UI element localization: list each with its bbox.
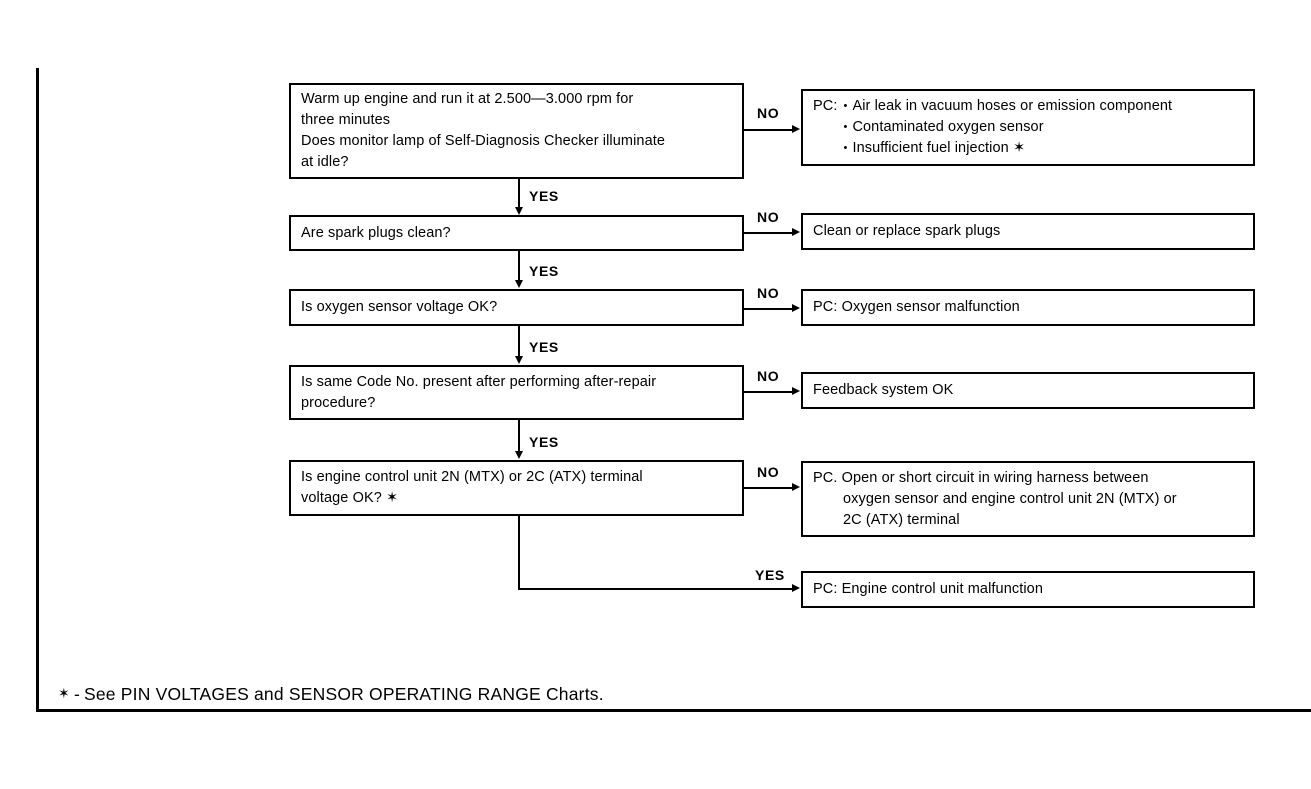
decision-line: Is same Code No. present after performin… bbox=[301, 373, 657, 390]
outcome-text-pc-air-leak: PC: • Air leak in vacuum hoses or emissio… bbox=[803, 96, 1253, 159]
pc-bullet-list: • Air leak in vacuum hoses or emission co… bbox=[843, 96, 1172, 159]
connector-yes-4 bbox=[518, 420, 520, 453]
outcome-box-clean-replace-spark-plugs[interactable]: Clean or replace spark plugs bbox=[801, 213, 1255, 250]
pc-bullet-text: Air leak in vacuum hoses or emission com… bbox=[852, 98, 1173, 114]
outcome-text-pc-engine-control-unit-malfunction: PC: Engine control unit malfunction bbox=[803, 579, 1253, 600]
arrow-yes-4 bbox=[514, 451, 523, 459]
outcome-box-pc-air-leak[interactable]: PC: • Air leak in vacuum hoses or emissio… bbox=[801, 89, 1255, 166]
decision-line: at idle? bbox=[301, 154, 349, 170]
decision-text-same-code-present: Is same Code No. present after performin… bbox=[291, 372, 742, 414]
arrow-yes-5 bbox=[792, 584, 800, 592]
connector-yes-5-horizontal bbox=[518, 588, 793, 590]
decision-box-warm-up-engine[interactable]: Warm up engine and run it at 2.500—3.000… bbox=[289, 83, 744, 179]
outcome-text-clean-replace-spark-plugs: Clean or replace spark plugs bbox=[803, 221, 1253, 242]
branch-label-yes-1: YES bbox=[529, 188, 559, 204]
pc-bullet-item: • Insufficient fuel injection ✶ bbox=[843, 138, 1172, 159]
decision-text-warm-up-engine: Warm up engine and run it at 2.500—3.000… bbox=[291, 89, 742, 173]
arrow-no-1 bbox=[792, 125, 800, 133]
outcome-line: PC. Open or short circuit in wiring harn… bbox=[813, 469, 1149, 486]
footnote-dash: - bbox=[73, 684, 80, 704]
connector-yes-2 bbox=[518, 251, 520, 282]
branch-label-yes-4: YES bbox=[529, 434, 559, 450]
pc-bullet-item: • Air leak in vacuum hoses or emission co… bbox=[843, 96, 1172, 117]
outcome-box-pc-oxygen-sensor-malfunction[interactable]: PC: Oxygen sensor malfunction bbox=[801, 289, 1255, 326]
decision-box-ecu-terminal-voltage[interactable]: Is engine control unit 2N (MTX) or 2C (A… bbox=[289, 460, 744, 516]
star-icon: ✶ bbox=[58, 685, 70, 701]
arrow-no-5 bbox=[792, 483, 800, 491]
branch-label-yes-3: YES bbox=[529, 339, 559, 355]
branch-label-no-3: NO bbox=[757, 285, 780, 301]
outcome-line: 2C (ATX) terminal bbox=[843, 511, 960, 528]
outcome-box-feedback-system-ok[interactable]: Feedback system OK bbox=[801, 372, 1255, 409]
connector-yes-3 bbox=[518, 326, 520, 358]
pc-bullet-item: • Contaminated oxygen sensor bbox=[843, 117, 1172, 138]
arrow-yes-1 bbox=[514, 207, 523, 215]
arrow-yes-3 bbox=[514, 356, 523, 364]
decision-text-spark-plugs-clean: Are spark plugs clean? bbox=[291, 223, 742, 244]
connector-no-4 bbox=[744, 391, 793, 393]
outcome-text-pc-oxygen-sensor-malfunction: PC: Oxygen sensor malfunction bbox=[803, 297, 1253, 318]
decision-box-oxygen-sensor-voltage[interactable]: Is oxygen sensor voltage OK? bbox=[289, 289, 744, 326]
arrow-no-3 bbox=[792, 304, 800, 312]
bullet-icon: • bbox=[843, 121, 848, 133]
page-border-left bbox=[36, 68, 39, 712]
pc-bullet-text: Insufficient fuel injection ✶ bbox=[852, 140, 1026, 156]
page-border-bottom bbox=[36, 709, 1311, 712]
connector-yes-5-vertical bbox=[518, 516, 520, 590]
decision-line: Does monitor lamp of Self-Diagnosis Chec… bbox=[301, 133, 666, 149]
connector-yes-1 bbox=[518, 179, 520, 209]
outcome-line: Feedback system OK bbox=[813, 382, 954, 398]
decision-text-oxygen-sensor-voltage: Is oxygen sensor voltage OK? bbox=[291, 297, 742, 318]
decision-line: three minutes bbox=[301, 112, 391, 128]
decision-line: Is oxygen sensor voltage OK? bbox=[301, 299, 498, 315]
outcome-line: PC: Engine control unit malfunction bbox=[813, 581, 1043, 597]
decision-line: Are spark plugs clean? bbox=[301, 224, 451, 241]
arrow-no-2 bbox=[792, 228, 800, 236]
outcome-line: oxygen sensor and engine control unit 2N… bbox=[843, 490, 1177, 507]
connector-no-1 bbox=[744, 129, 793, 131]
outcome-text-feedback-system-ok: Feedback system OK bbox=[803, 380, 1253, 401]
decision-box-spark-plugs-clean[interactable]: Are spark plugs clean? bbox=[289, 215, 744, 251]
decision-text-ecu-terminal-voltage: Is engine control unit 2N (MTX) or 2C (A… bbox=[291, 467, 742, 509]
decision-line: voltage OK? ✶ bbox=[301, 490, 399, 506]
connector-no-5 bbox=[744, 487, 793, 489]
connector-no-3 bbox=[744, 308, 793, 310]
decision-box-same-code-present[interactable]: Is same Code No. present after performin… bbox=[289, 365, 744, 420]
outcome-line: PC: Oxygen sensor malfunction bbox=[813, 299, 1020, 315]
connector-no-2 bbox=[744, 232, 793, 234]
arrow-no-4 bbox=[792, 387, 800, 395]
branch-label-no-4: NO bbox=[757, 368, 780, 384]
branch-label-yes-5: YES bbox=[755, 567, 785, 583]
decision-line: Is engine control unit 2N (MTX) or 2C (A… bbox=[301, 469, 643, 485]
pc-bullet-text: Contaminated oxygen sensor bbox=[852, 119, 1044, 135]
branch-label-no-1: NO bbox=[757, 105, 780, 121]
outcome-box-pc-open-short-circuit[interactable]: PC. Open or short circuit in wiring harn… bbox=[801, 461, 1255, 537]
footnote-text: See PIN VOLTAGES and SENSOR OPERATING RA… bbox=[83, 684, 604, 704]
decision-line: Warm up engine and run it at 2.500—3.000… bbox=[301, 91, 634, 107]
decision-line: procedure? bbox=[301, 394, 376, 411]
bullet-icon: • bbox=[843, 100, 848, 112]
branch-label-yes-2: YES bbox=[529, 263, 559, 279]
branch-label-no-5: NO bbox=[757, 464, 780, 480]
arrow-yes-2 bbox=[514, 280, 523, 288]
outcome-text-pc-open-short-circuit: PC. Open or short circuit in wiring harn… bbox=[803, 468, 1253, 531]
outcome-line: Clean or replace spark plugs bbox=[813, 223, 1001, 239]
pc-prefix-label: PC: bbox=[813, 98, 838, 114]
outcome-box-pc-engine-control-unit-malfunction[interactable]: PC: Engine control unit malfunction bbox=[801, 571, 1255, 608]
bullet-icon: • bbox=[843, 142, 848, 154]
branch-label-no-2: NO bbox=[757, 209, 780, 225]
footnote: ✶-See PIN VOLTAGES and SENSOR OPERATING … bbox=[58, 684, 604, 705]
